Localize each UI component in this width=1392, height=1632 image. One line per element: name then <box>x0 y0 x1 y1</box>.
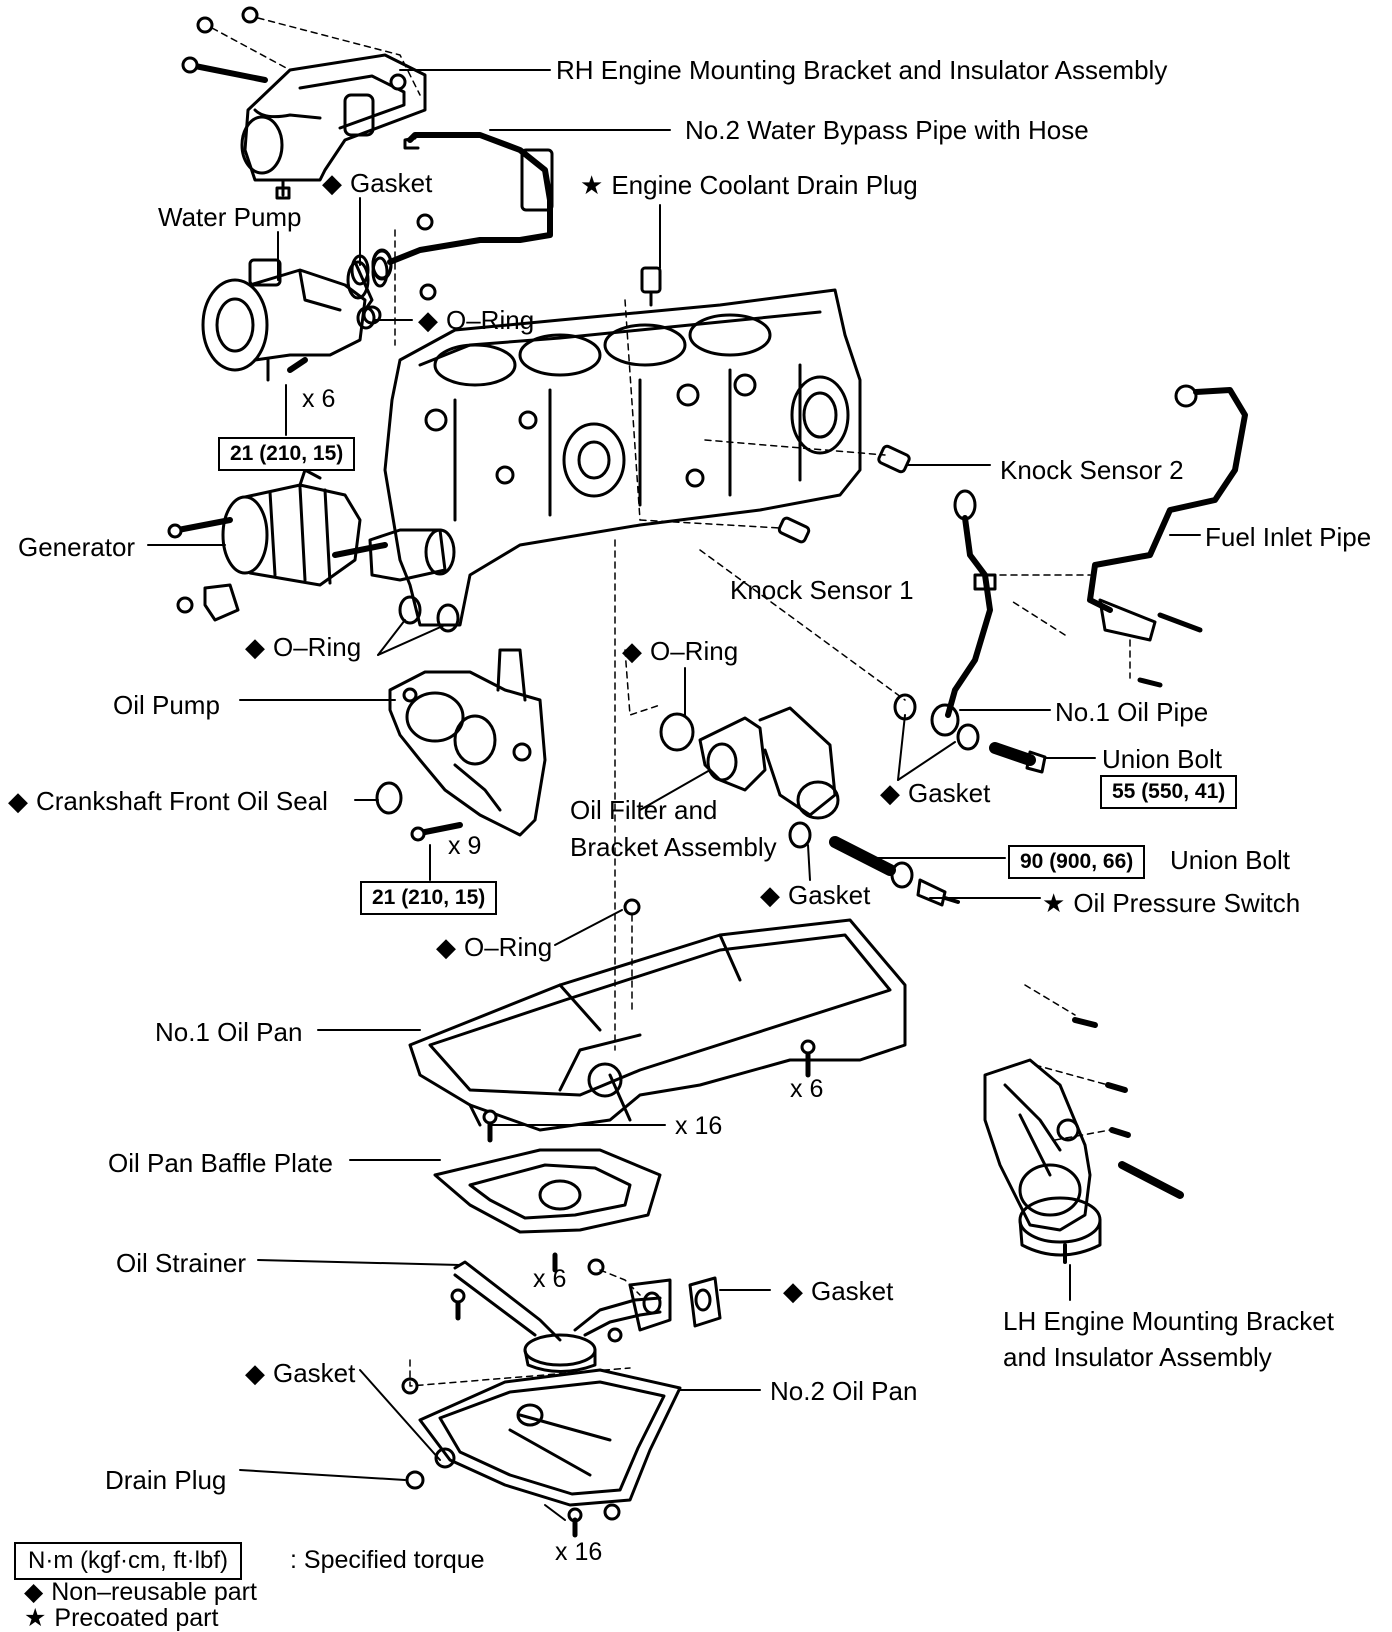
diamond-icon: ◆ <box>245 632 265 662</box>
label-union-bolt-switch: Union Bolt <box>1170 845 1290 875</box>
diamond-icon: ◆ <box>880 778 900 808</box>
legend-non-reusable: ◆Non–reusable part <box>24 1578 257 1606</box>
diamond-icon: ◆ <box>436 932 456 962</box>
count-strainer-bolts: x 6 <box>533 1265 567 1293</box>
label-rh-mount: RH Engine Mounting Bracket and Insulator… <box>556 55 1168 85</box>
diamond-icon: ◆ <box>418 305 438 335</box>
no1-oil-pan-drawing <box>408 898 907 1143</box>
legend-specified-torque: : Specified torque <box>290 1546 485 1574</box>
star-icon: ★ <box>24 1604 47 1632</box>
label-drain-plug: Drain Plug <box>105 1465 227 1495</box>
label-oil-filter-line1: Oil Filter and <box>570 795 718 825</box>
label-o-ring-oil-pan: ◆O–Ring <box>436 932 553 962</box>
lh-mount-drawing <box>983 984 1184 1264</box>
baffle-plate-drawing <box>433 1148 662 1234</box>
label-gasket-oil-pipe: ◆Gasket <box>880 778 991 808</box>
label-generator: Generator <box>18 532 136 562</box>
label-gasket-strainer: ◆Gasket <box>783 1276 894 1306</box>
diamond-icon: ◆ <box>622 636 642 666</box>
label-oil-pressure-switch: ★Oil Pressure Switch <box>1042 888 1301 918</box>
coolant-drain-plug-drawing <box>640 266 662 307</box>
label-water-pump: Water Pump <box>158 202 302 232</box>
diamond-icon: ◆ <box>24 1578 44 1606</box>
label-gasket-drain-plug: ◆Gasket <box>245 1358 356 1388</box>
label-knock-sensor-2: Knock Sensor 2 <box>1000 455 1184 485</box>
label-knock-sensor-1: Knock Sensor 1 <box>730 575 914 605</box>
label-crankshaft-front-oil-seal: ◆Crankshaft Front Oil Seal <box>8 786 328 816</box>
diamond-icon: ◆ <box>760 880 780 910</box>
label-lh-mount-line1: LH Engine Mounting Bracket <box>1003 1306 1334 1336</box>
torque-oil-pump: 21 (210, 15) <box>360 881 498 915</box>
star-icon: ★ <box>1042 888 1066 918</box>
count-water-pump-bolts: x 6 <box>302 385 336 413</box>
oil-filter-drawing <box>698 706 840 849</box>
legend-unit-box: N·m (kgf·cm, ft·lbf) <box>14 1542 242 1580</box>
label-oil-pump: Oil Pump <box>113 690 220 720</box>
count-no2-pan-bolts: x 16 <box>555 1538 603 1566</box>
leader-lines <box>147 69 1201 1521</box>
label-o-ring-oil-filter: ◆O–Ring <box>622 636 739 666</box>
label-no1-oil-pipe: No.1 Oil Pipe <box>1055 697 1209 727</box>
diamond-icon: ◆ <box>322 168 342 198</box>
diamond-icon: ◆ <box>783 1276 803 1306</box>
torque-union-bolt-switch: 90 (900, 66) <box>1008 845 1146 879</box>
label-engine-coolant-drain-plug: ★Engine Coolant Drain Plug <box>580 170 918 200</box>
cylinder-block-drawing <box>332 288 862 1051</box>
diamond-icon: ◆ <box>8 786 28 816</box>
torque-water-pump: 21 (210, 15) <box>218 437 356 471</box>
label-no1-oil-pan: No.1 Oil Pan <box>155 1017 303 1047</box>
label-fuel-inlet-pipe: Fuel Inlet Pipe <box>1205 522 1372 552</box>
label-oil-pan-baffle-plate: Oil Pan Baffle Plate <box>108 1148 333 1178</box>
oil-strainer-drawing <box>450 1252 722 1373</box>
no1-oil-pipe-drawing <box>624 489 1047 774</box>
star-icon: ★ <box>580 170 604 200</box>
diamond-icon: ◆ <box>245 1358 265 1388</box>
count-oil-pump-bolts: x 9 <box>448 832 482 860</box>
label-no2-oil-pan: No.2 Oil Pan <box>770 1376 918 1406</box>
label-o-ring-water-pump: ◆O–Ring <box>418 305 535 335</box>
count-oil-pan-bolts-6: x 6 <box>790 1075 824 1103</box>
label-gasket-water-pump: ◆Gasket <box>322 168 433 198</box>
label-union-bolt-oil-pipe: Union Bolt <box>1102 744 1222 774</box>
fuel-inlet-pipe-drawing <box>999 384 1248 688</box>
legend-precoated: ★Precoated part <box>24 1604 219 1632</box>
oil-pump-drawing <box>375 648 547 842</box>
no2-oil-pan-drawing <box>401 1359 682 1538</box>
count-oil-pan-bolts-16: x 16 <box>675 1112 723 1140</box>
label-oil-strainer: Oil Strainer <box>116 1248 247 1278</box>
rh-mount-bracket-drawing <box>181 6 427 200</box>
knock-sensor-drawings <box>639 439 911 544</box>
label-no2-water-bypass-pipe: No.2 Water Bypass Pipe with Hose <box>685 115 1089 145</box>
label-gasket-oil-filter: ◆Gasket <box>760 880 871 910</box>
label-o-ring-generator: ◆O–Ring <box>245 632 362 662</box>
label-lh-mount-line2: and Insulator Assembly <box>1003 1342 1272 1372</box>
label-oil-filter-line2: Bracket Assembly <box>570 832 777 862</box>
torque-union-bolt-oil-pipe: 55 (550, 41) <box>1100 775 1238 809</box>
